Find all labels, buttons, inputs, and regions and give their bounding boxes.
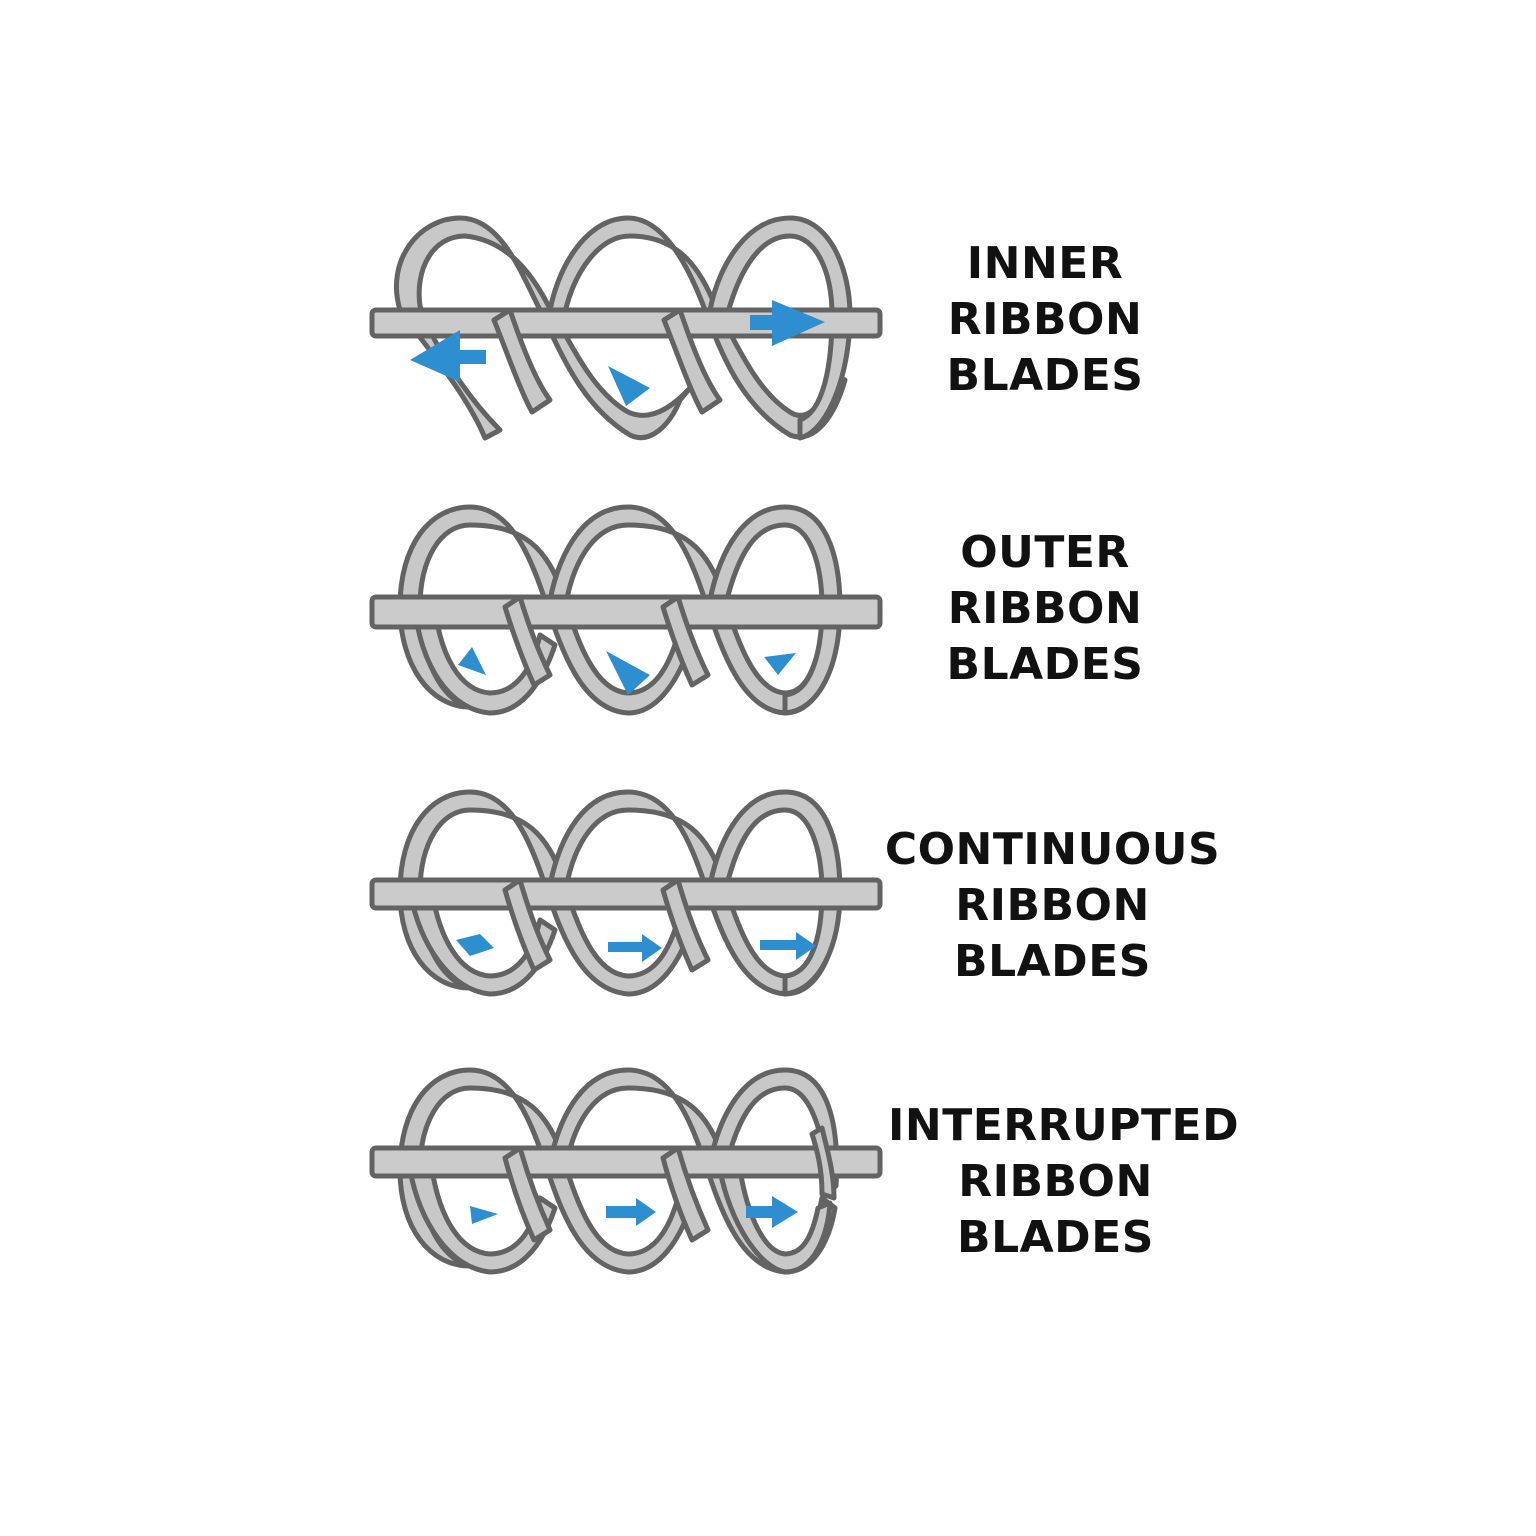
arrow-small-icon: [458, 647, 486, 675]
ribbon-blade-illustration-inner: [369, 215, 883, 441]
label-line: CONTINUOUS: [884, 824, 1221, 875]
central-shaft: [369, 594, 883, 630]
label-line: INTERRUPTED: [888, 1100, 1240, 1151]
helix-ribbon: [397, 789, 843, 997]
label-inner-ribbon-blades: INNER RIBBON BLADES: [925, 236, 1165, 404]
label-line: BLADES: [957, 1212, 1154, 1263]
label-line: RIBBON: [947, 294, 1143, 345]
arrow-right-icon: [750, 300, 825, 346]
flow-arrows: [458, 647, 796, 695]
ribbon-front-crossings: [502, 594, 711, 688]
ribbon-blade-illustration-outer: [369, 504, 883, 716]
arrow-small-icon: [456, 934, 494, 956]
central-shaft: [369, 1145, 883, 1179]
diagram-row-continuous: CONTINUOUS RIBBON BLADES: [0, 780, 1536, 1010]
flow-arrows: [456, 932, 816, 962]
label-line: INNER: [966, 238, 1124, 289]
ribbon-front-crossings: [491, 307, 723, 415]
label-outer-ribbon-blades: OUTER RIBBON BLADES: [925, 525, 1165, 693]
ribbon-front-crossings: [502, 877, 711, 973]
label-interrupted-ribbon-blades: INTERRUPTED RIBBON BLADES: [888, 1098, 1240, 1266]
arrow-right-icon: [760, 932, 816, 960]
diagram-row-outer: OUTER RIBBON BLADES: [0, 495, 1536, 725]
label-continuous-ribbon-blades: CONTINUOUS RIBBON BLADES: [880, 822, 1225, 990]
label-line: RIBBON: [955, 880, 1150, 931]
diagram-row-inner: INNER RIBBON BLADES: [0, 200, 1536, 460]
ribbon-blade-illustration-continuous: [369, 789, 883, 997]
ribbon-blade-illustration-interrupted: [369, 1067, 883, 1275]
arrow-small-icon: [764, 653, 796, 675]
label-line: BLADES: [946, 350, 1144, 401]
diagram-row-interrupted: INTERRUPTED RIBBON BLADES: [0, 1058, 1536, 1288]
label-line: BLADES: [946, 639, 1144, 690]
ribbon-front-crossings: [502, 1125, 837, 1243]
label-line: RIBBON: [947, 583, 1143, 634]
flow-arrows: [470, 1196, 798, 1228]
central-shaft: [369, 877, 883, 911]
arrow-right-icon: [608, 934, 662, 962]
arrow-right-icon: [746, 1196, 798, 1228]
helix-ribbon: [393, 215, 853, 441]
arrow-down-right-icon: [608, 366, 650, 406]
arrow-left-icon: [410, 330, 486, 382]
flow-arrows: [410, 300, 825, 406]
arrow-down-right-icon: [606, 651, 650, 695]
arrow-small-icon: [470, 1206, 498, 1224]
label-line: OUTER: [960, 527, 1130, 578]
helix-ribbon: [397, 1067, 840, 1275]
label-line: RIBBON: [958, 1156, 1153, 1207]
label-line: BLADES: [954, 936, 1151, 987]
arrow-right-icon: [606, 1198, 656, 1226]
